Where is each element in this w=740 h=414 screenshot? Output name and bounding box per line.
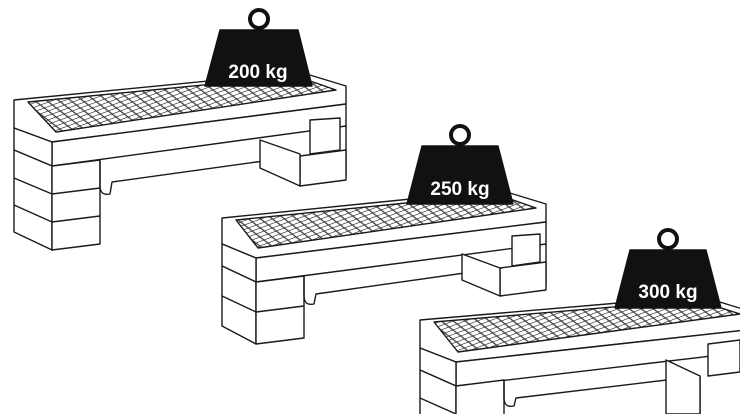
weight-label: 300 kg bbox=[638, 282, 697, 303]
weight-200: 200 kg bbox=[204, 8, 313, 87]
weight-250: 250 kg bbox=[406, 124, 514, 205]
step-platform-high bbox=[419, 295, 740, 414]
weight-label: 250 kg bbox=[430, 179, 489, 200]
step-platform-low bbox=[13, 71, 347, 251]
weight-300: 300 kg bbox=[614, 228, 722, 309]
kettle-weight-icon bbox=[204, 8, 313, 87]
step-platform-mid bbox=[221, 189, 547, 345]
weight-label: 200 kg bbox=[228, 62, 287, 83]
kettle-weight-icon bbox=[406, 124, 514, 205]
kettle-weight-icon bbox=[614, 228, 722, 309]
